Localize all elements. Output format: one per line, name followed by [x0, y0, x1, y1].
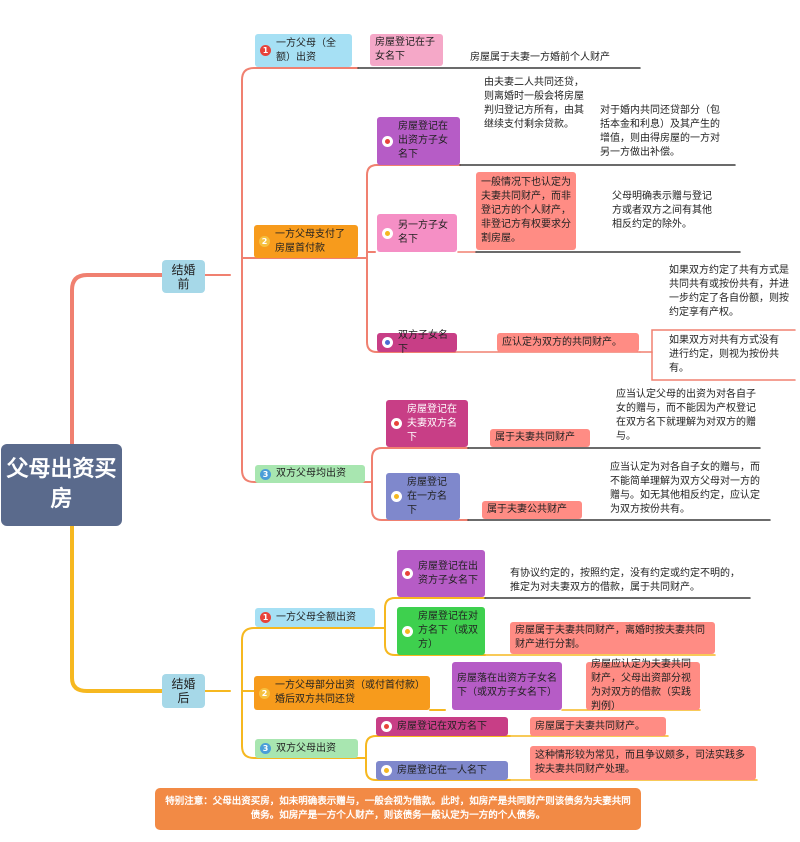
bullet-icon — [402, 625, 413, 637]
before-s2-option-c[interactable]: 双方子女名下 — [377, 330, 457, 355]
bullet-icon — [391, 418, 402, 429]
special-note-box: 特别注意：父母出资买房，如未明确表示赠与，一般会视为借款。此时，如房产是共同财产… — [155, 788, 641, 830]
before-s2-a-detail-2: 对于婚内共同还贷部分（包括本金和利息）及其产生的增值，则由得房屋的一方对另一方做… — [600, 105, 720, 158]
number-badge-icon: 3 — [260, 743, 271, 754]
before-s3-option-a[interactable]: 房屋登记在夫妻双方名下 — [386, 400, 468, 447]
before-s2-c-result: 应认定为双方的共同财产。 — [497, 333, 639, 352]
before-branch-1[interactable]: 1 一方父母（全额）出资 — [255, 34, 352, 67]
bullet-icon — [382, 337, 393, 348]
before-branch-3[interactable]: 3 双方父母均出资 — [255, 465, 365, 483]
root-node[interactable]: 父母出资买房 — [1, 444, 122, 526]
bullet-icon — [381, 765, 392, 776]
number-badge-icon: 2 — [259, 236, 270, 247]
before-s2-b-detail-2: 父母明确表示赠与登记方或者双方之间有其他相反约定的除外。 — [612, 191, 712, 230]
after-branch-1[interactable]: 1 一方父母全额出资 — [255, 608, 375, 627]
phase-after-marriage[interactable]: 结婚后 — [162, 674, 205, 708]
after-s1-option-a[interactable]: 房屋登记在出资方子女名下 — [397, 550, 485, 597]
before-branch-1-label: 一方父母（全额）出资 — [276, 37, 336, 63]
before-s3-option-b[interactable]: 房屋登记在一方名下 — [386, 473, 460, 520]
after-s2-registration[interactable]: 房屋落在出资方子女名下（或双方子女名下） — [452, 662, 562, 710]
after-branch-2[interactable]: 2 一方父母部分出资（或付首付款）婚后双方共同还贷 — [254, 676, 430, 710]
before-s2-option-b[interactable]: 另一方子女名下 — [377, 214, 457, 252]
number-badge-icon: 2 — [259, 687, 270, 699]
bullet-icon — [391, 491, 402, 502]
phase-after-label: 结婚后 — [171, 677, 196, 705]
number-badge-icon: 1 — [260, 612, 271, 623]
before-s3-a-result: 属于夫妻共同财产 — [490, 429, 590, 447]
bullet-icon — [382, 135, 393, 147]
before-s2-option-a[interactable]: 房屋登记在出资方子女名下 — [377, 117, 460, 165]
special-note-text: 特别注意：父母出资买房，如未明确表示赠与，一般会视为借款。此时，如房产是共同财产… — [165, 796, 631, 821]
after-s1-a-desc: 有协议约定的，按照约定，没有约定或约定不明的，推定为对夫妻双方的借款，属于共同财… — [510, 568, 740, 593]
after-s2-desc: 房屋应认定为夫妻共同财产，父母出资部分视为对双方的借款（实践判例） — [586, 659, 700, 712]
phase-before-label: 结婚前 — [171, 262, 196, 291]
before-s2-c-detail-2: 如果双方对共有方式没有进行约定，则视为按份共有。 — [669, 335, 779, 374]
root-label: 父母出资买房 — [6, 457, 117, 512]
after-s1-option-b[interactable]: 房屋登记在对方名下（或双方） — [397, 607, 485, 655]
after-s3-option-b[interactable]: 房屋登记在一人名下 — [376, 761, 508, 780]
before-s2-a-detail-1: 由夫妻二人共同还贷，则离婚时一般会将房屋判归登记方所有，由其继续支付剩余贷款。 — [484, 77, 584, 130]
bullet-icon — [381, 721, 392, 732]
after-s1-b-desc: 房屋属于夫妻共同财产，离婚时按夫妻共同财产进行分割。 — [510, 622, 715, 654]
before-s3-b-desc: 应当认定为对各自子女的赠与，而不能简单理解为双方父母对一方的赠与。如无其他相反约… — [610, 462, 760, 515]
before-s2-b-detail-1: 一般情况下也认定为夫妻共同财产，而非登记方的个人财产，非登记方有权要求分割房屋。 — [476, 172, 576, 250]
after-s3-option-a[interactable]: 房屋登记在双方名下 — [376, 717, 508, 736]
before-s1-result: 房屋属于夫妻一方婚前个人财产 — [470, 52, 610, 63]
before-s3-a-desc: 应当认定父母的出资为对各自子女的赠与，而不能因为产权登记在双方名下就理解为对双方… — [616, 389, 756, 442]
after-s3-a-desc: 房屋属于夫妻共同财产。 — [530, 717, 666, 736]
after-s3-b-desc: 这种情形较为常见，而且争议颇多，司法实践多按夫妻共同财产处理。 — [530, 746, 756, 780]
phase-before-marriage[interactable]: 结婚前 — [162, 260, 205, 293]
before-branch-2[interactable]: 2 一方父母支付了房屋首付款 — [254, 225, 358, 258]
before-s1-registration-text: 房屋登记在子女名下 — [375, 37, 435, 62]
bullet-icon — [402, 568, 413, 579]
number-badge-icon: 3 — [260, 468, 271, 480]
before-s3-b-result: 属于夫妻公共财产 — [482, 501, 582, 519]
bullet-icon — [382, 227, 393, 239]
before-s1-registration[interactable]: 房屋登记在子女名下 — [370, 34, 443, 66]
after-branch-3[interactable]: 3 双方父母出资 — [255, 739, 358, 758]
number-badge-icon: 1 — [260, 45, 271, 56]
before-branch-2-label: 一方父母支付了房屋首付款 — [275, 228, 345, 254]
before-s2-c-detail-1: 如果双方约定了共有方式是共同共有或按份共有，并进一步约定了各自份额，则按约定享有… — [669, 265, 789, 318]
